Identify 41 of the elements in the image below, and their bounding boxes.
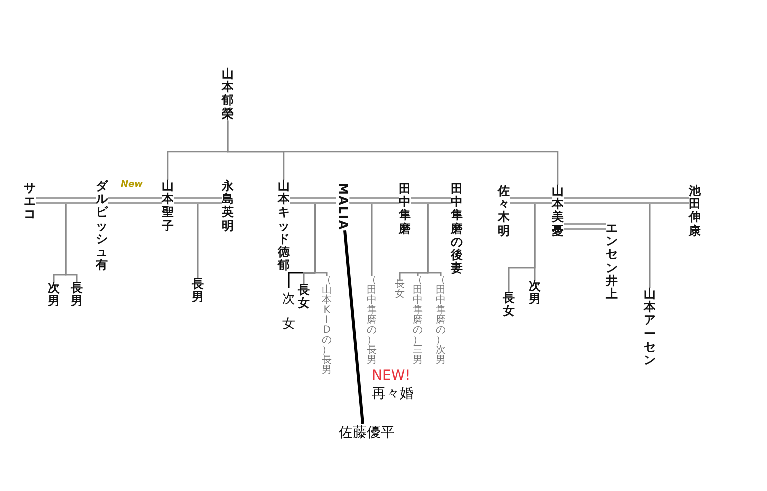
new-tag: NEW! [372,369,411,384]
person-name: 池田伸康 [689,185,701,238]
child-label: 次男 [529,280,541,306]
child-label: 次男 [48,282,60,308]
person-name: 田中隼磨 [399,183,411,236]
marriage-line [107,197,163,204]
child-label: 長女 [503,292,515,318]
child-label: 長男 [192,278,204,304]
person-name: 山本アーセン [644,288,656,368]
marriage-line [509,197,553,204]
person-name: 田中隼磨の後妻 [451,183,463,276]
child-label: （田中隼磨の）三男 [413,276,423,366]
child-label: 長女 [298,284,310,310]
marriage-line [563,223,607,230]
person-name: 山本美憂 [552,185,564,238]
marriage-line [173,197,223,204]
person-name: 山本郁榮 [222,68,234,121]
marriage-line [289,197,338,204]
child-label: （田中隼磨の）次男 [436,276,446,366]
person-name: 永島英明 [222,180,234,233]
person-name: サエコ [24,182,36,222]
person-name: MALIA [336,183,350,231]
person-name: 山本キッド徳郁 [278,180,290,272]
marriage-line [348,197,400,204]
child-label: （山本KIDの）長男 [322,276,332,376]
child-label: 長女 [395,280,405,300]
new-tag: New [121,181,143,191]
person-name: ダルビッシュ有 [96,180,108,272]
connector-line [344,230,364,424]
child-label: 長男 [71,282,83,308]
person-name: 佐藤優平 [339,424,395,442]
child-label: 次女 [282,288,296,338]
person-name: 山本聖子 [162,180,174,233]
descent-line [227,120,559,185]
edge-label: 再々婚 [372,386,414,402]
person-name: 佐々木明 [498,185,510,238]
marriage-line [410,197,452,204]
marriage-line [563,197,690,204]
person-name: エンセン井上 [606,222,618,302]
marriage-line [35,197,97,204]
child-label: （田中隼磨の）長男 [367,276,377,366]
